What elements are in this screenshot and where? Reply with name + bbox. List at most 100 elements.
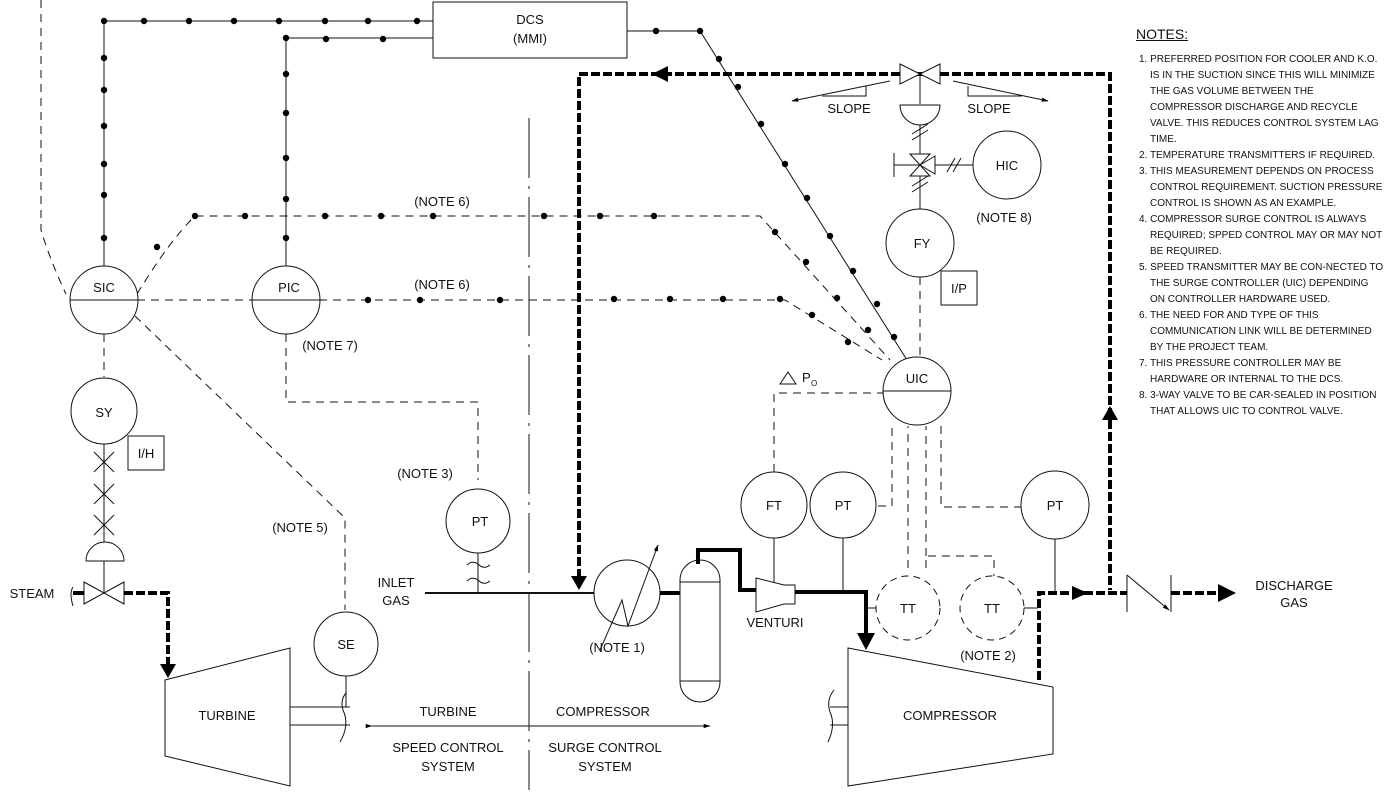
- pt-inlet-label: PT: [472, 514, 489, 529]
- dcs-sublabel: (MMI): [513, 31, 547, 46]
- comm-link-note6-lower: [137, 295, 883, 361]
- signal-pt-uic: [878, 422, 893, 507]
- ko-to-venturi-pipe: [696, 548, 756, 592]
- uic-surge-controller[interactable]: UIC: [882, 356, 952, 426]
- recycle-flow-arrow-up: [1102, 406, 1118, 420]
- digital-link-dcs-sic: [100, 17, 433, 288]
- turbine-label: TURBINE: [198, 708, 255, 723]
- note-item: 2. TEMPERATURE TRANSMITTERS IF REQUIRED.: [1139, 150, 1376, 161]
- steam-pipe: [124, 591, 170, 664]
- hydraulic-signal-line: [93, 444, 115, 545]
- ip-converter[interactable]: I/P: [940, 270, 978, 306]
- pt-discharge-transmitter[interactable]: PT: [1020, 470, 1090, 540]
- compressor[interactable]: COMPRESSOR: [847, 647, 1054, 787]
- note7-ref: (NOTE 7): [302, 338, 358, 353]
- steam-label: STEAM: [10, 586, 55, 601]
- note-item: 3. THIS MEASUREMENT DEPENDS ON PROCESS C…: [1139, 166, 1383, 209]
- pt-venturi-transmitter[interactable]: PT: [809, 471, 877, 539]
- speed-control-label-1: SPEED CONTROL: [392, 740, 503, 755]
- sic-controller[interactable]: SIC: [69, 265, 139, 335]
- ip-label: I/P: [951, 281, 967, 296]
- signal-line-left: [40, 0, 67, 295]
- venturi-label: VENTURI: [746, 615, 803, 630]
- recycle-flow-arrow-left: [652, 66, 668, 82]
- note-item: 4. COMPRESSOR SURGE CONTROL IS ALWAYS RE…: [1139, 214, 1383, 257]
- discharge-pipe: [1037, 591, 1127, 680]
- speed-control-label-2: SYSTEM: [421, 759, 474, 774]
- note1-ref: (NOTE 1): [589, 640, 645, 655]
- slope-left-label: SLOPE: [827, 101, 871, 116]
- slope-indicator-left: SLOPE: [791, 80, 891, 116]
- signal-ft-uic: [773, 392, 883, 472]
- note-item: 6. THE NEED FOR AND TYPE OF THIS COMMUNI…: [1139, 310, 1372, 353]
- steam-control-valve[interactable]: [83, 541, 125, 605]
- signal-pt-pic: [285, 334, 479, 480]
- knockout-drum[interactable]: [679, 559, 721, 703]
- signal-se-sic: [134, 315, 346, 610]
- steam-flow-arrow: [160, 664, 176, 678]
- venturi[interactable]: [755, 577, 796, 613]
- venturi-to-compressor-pipe: [795, 590, 868, 635]
- note2-ref: (NOTE 2): [960, 648, 1016, 663]
- surge-control-label-2: SYSTEM: [578, 759, 631, 774]
- se-label: SE: [337, 637, 355, 652]
- tt-suction-transmitter[interactable]: TT: [875, 575, 941, 641]
- recycle-pipe-left: [577, 72, 900, 578]
- discharge-gas-label-2: GAS: [1280, 595, 1308, 610]
- anti-surge-valve[interactable]: [899, 63, 941, 126]
- delta-p-text: P: [802, 370, 811, 385]
- ft-label: FT: [766, 498, 782, 513]
- compressor-side-label: COMPRESSOR: [556, 704, 650, 719]
- ih-label: I/H: [138, 446, 155, 461]
- three-way-valve[interactable]: [893, 123, 973, 210]
- check-valve[interactable]: [1126, 574, 1172, 612]
- inlet-gas-label-1: INLET: [378, 575, 415, 590]
- hic-label: HIC: [996, 158, 1018, 173]
- pt-discharge-label: PT: [1047, 498, 1064, 513]
- note8-ref: (NOTE 8): [976, 210, 1032, 225]
- sy-relay[interactable]: SY: [70, 377, 138, 445]
- compressor-shaft: [827, 689, 848, 743]
- recycle-flow-arrow-down: [571, 576, 587, 590]
- hic-controller[interactable]: HIC: [972, 130, 1042, 200]
- turbine-shaft: [290, 692, 350, 743]
- tt-discharge-transmitter[interactable]: TT: [959, 575, 1025, 641]
- discharge-flow-arrow: [1072, 586, 1088, 600]
- recycle-pipe-right: [940, 72, 1112, 590]
- note3-ref: (NOTE 3): [397, 466, 453, 481]
- turbine[interactable]: TURBINE: [164, 647, 291, 787]
- digital-link-dcs-uic: [627, 27, 908, 361]
- sic-label: SIC: [93, 280, 115, 295]
- gas-cooler[interactable]: [593, 544, 661, 651]
- se-speed-element[interactable]: SE: [313, 611, 379, 677]
- fy-relay[interactable]: FY: [885, 208, 955, 278]
- delta-p-subscript: O: [811, 379, 817, 388]
- inlet-gas-label-2: GAS: [382, 593, 410, 608]
- ih-converter[interactable]: I/H: [127, 435, 165, 471]
- note6-ref-upper: (NOTE 6): [414, 194, 470, 209]
- slope-right-label: SLOPE: [967, 101, 1011, 116]
- compressor-label: COMPRESSOR: [903, 708, 997, 723]
- note-item: 1. PREFERRED POSITION FOR COOLER AND K.O…: [1139, 54, 1379, 145]
- pic-label: PIC: [278, 280, 300, 295]
- delta-p-label: P O: [779, 370, 817, 388]
- pt-inlet-capillary: [466, 553, 491, 593]
- note-item: 8. 3-WAY VALVE TO BE CAR-SEALED IN POSIT…: [1139, 390, 1377, 417]
- discharge-gas-label-1: DISCHARGE: [1255, 578, 1333, 593]
- ft-flow-transmitter[interactable]: FT: [740, 471, 808, 539]
- tt2-label: TT: [984, 601, 1000, 616]
- dcs-box[interactable]: DCS (MMI): [432, 1, 628, 59]
- compressor-inlet-arrow: [857, 633, 875, 650]
- note6-ref-lower: (NOTE 6): [414, 277, 470, 292]
- sy-label: SY: [95, 405, 113, 420]
- digital-link-dcs-pic: [282, 34, 433, 266]
- pt-inlet-transmitter[interactable]: PT: [445, 488, 511, 554]
- signal-ptd-uic: [940, 423, 1022, 508]
- link-dots: [100, 17, 421, 242]
- notes-panel: NOTES: 1. PREFERRED POSITION FOR COOLER …: [1136, 26, 1386, 420]
- comm-link-note6-upper: [136, 212, 891, 361]
- signal-tt2-line: [925, 555, 995, 578]
- surge-control-label-1: SURGE CONTROL: [548, 740, 661, 755]
- pic-controller[interactable]: PIC: [251, 265, 321, 335]
